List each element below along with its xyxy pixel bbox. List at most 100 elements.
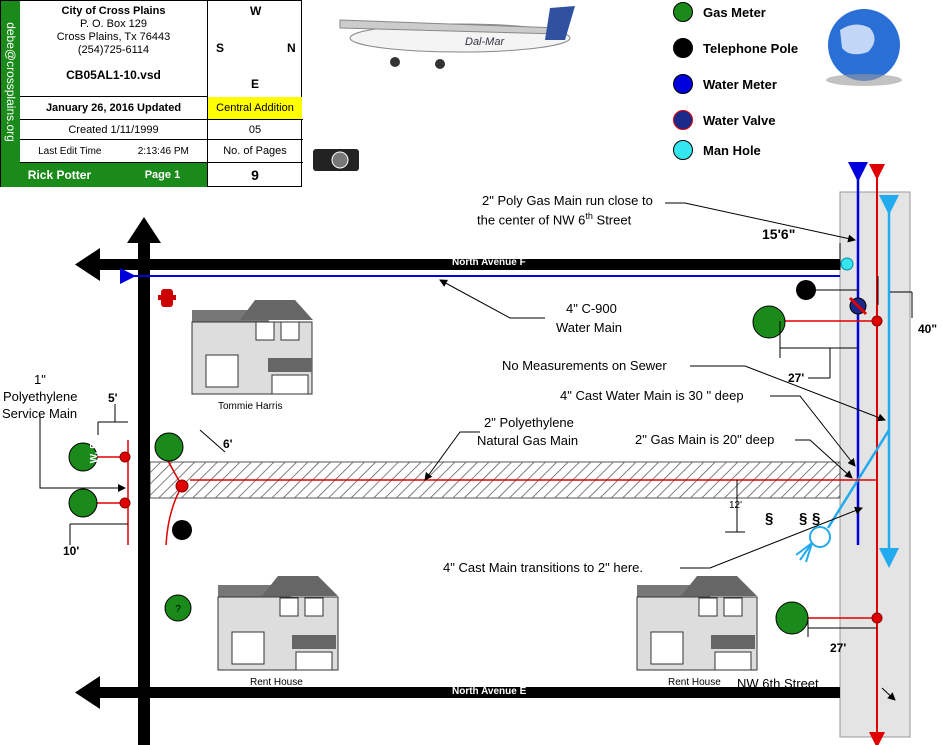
house-label: Rent House bbox=[250, 677, 303, 688]
plane-text: Dal-Mar bbox=[465, 36, 505, 48]
gas-meter bbox=[752, 305, 786, 339]
legend-water-valve: Water Valve bbox=[673, 110, 776, 130]
last-edit-time: 2:13:46 PM bbox=[137, 145, 189, 157]
gas-meter bbox=[775, 601, 809, 635]
last-edit-label: Last Edit Time bbox=[38, 145, 102, 157]
dimension-label: 10' bbox=[63, 544, 80, 558]
file-name: CB05AL1-10.vsd bbox=[66, 68, 161, 82]
page-number: Page 1 bbox=[144, 169, 181, 181]
street-label-ave-f: North Avenue F bbox=[452, 257, 526, 268]
unknown-meter-label: ? bbox=[175, 604, 181, 615]
water-meter-swatch bbox=[673, 74, 693, 94]
annotation-no-sewer: No Measurements on Sewer bbox=[502, 358, 667, 373]
compass-south-label: E bbox=[251, 77, 260, 91]
author-name: Rick Potter bbox=[27, 168, 92, 182]
gas-meter bbox=[68, 442, 98, 472]
annotation-service-3: Service Main bbox=[2, 406, 78, 421]
legend-gas-meter: Gas Meter bbox=[673, 2, 766, 22]
unknown-meter bbox=[164, 594, 192, 622]
pages-count: 9 bbox=[251, 167, 259, 183]
sheet-number: 05 bbox=[248, 123, 262, 136]
gas-meter bbox=[68, 488, 98, 518]
telephone-pole bbox=[172, 520, 192, 540]
org-name: City of Cross Plains bbox=[61, 5, 166, 17]
annotation-cast-water: 4" Cast Water Main is 30 " deep bbox=[560, 388, 744, 403]
manhole bbox=[840, 257, 854, 271]
annotation-poly-gas-1: 2" Poly Gas Main run close to bbox=[482, 193, 653, 208]
telephone-pole bbox=[796, 280, 816, 300]
house-rent-left bbox=[217, 576, 339, 671]
legend-telephone-pole: Telephone Pole bbox=[673, 38, 798, 58]
globe-icon bbox=[826, 9, 902, 86]
telephone-pole-swatch bbox=[673, 38, 693, 58]
water-valve bbox=[848, 296, 868, 316]
annotation-water-main-2: Water Main bbox=[556, 320, 622, 335]
legend-label: Man Hole bbox=[703, 142, 761, 158]
north-ave-e-road bbox=[75, 676, 840, 709]
street-label-nw-6th: NW 6th Street bbox=[737, 676, 819, 691]
north-ave-f-road bbox=[75, 248, 840, 281]
updated-date: January 26, 2016 Updated bbox=[20, 97, 208, 119]
svg-text:§: § bbox=[812, 510, 820, 527]
house-label: Rent House bbox=[668, 677, 721, 688]
nw-5th-street-road bbox=[127, 217, 161, 745]
airplane-icon bbox=[339, 6, 575, 69]
created-date: Created 1/11/1999 bbox=[20, 120, 208, 139]
compass-east-label: N bbox=[287, 41, 296, 55]
fire-hydrant bbox=[158, 289, 176, 307]
title-row-1: January 26, 2016 Updated Central Additio… bbox=[20, 97, 303, 120]
annotation-poly-gas-2: the center of NW 6th Street bbox=[477, 211, 632, 228]
house-rent-right bbox=[636, 576, 758, 671]
dimension-label: 6' bbox=[223, 437, 233, 451]
annotation-service-1: 1" bbox=[34, 372, 46, 387]
title-block-side: debe@crossplains.org bbox=[1, 1, 20, 163]
title-row-4: Rick Potter Page 1 9 bbox=[1, 163, 303, 187]
legend-man-hole: Man Hole bbox=[673, 140, 761, 160]
dimension-label: 15'6" bbox=[762, 226, 796, 242]
title-block: debe@crossplains.org City of Cross Plain… bbox=[0, 0, 303, 187]
street-label-nw-5th: N. W. 5th Street bbox=[89, 402, 100, 476]
svg-text:§: § bbox=[799, 510, 807, 527]
title-row-2: Created 1/11/1999 05 bbox=[20, 120, 303, 140]
dimension-label: 5' bbox=[108, 391, 118, 405]
manhole-outline bbox=[809, 526, 831, 548]
annotation-transition: 4" Cast Main transitions to 2" here. bbox=[443, 560, 643, 575]
addition-name: Central Addition bbox=[208, 97, 302, 119]
camera-icon bbox=[313, 149, 359, 171]
compass-west-label: S bbox=[216, 41, 225, 55]
sewer-branch bbox=[826, 429, 891, 529]
gas-meter bbox=[154, 432, 184, 462]
nw-6th-street-strip bbox=[839, 191, 911, 738]
annotation-water-main-1: 4" C-900 bbox=[566, 301, 617, 316]
legend-label: Gas Meter bbox=[703, 4, 766, 20]
compass-north-label: W bbox=[250, 4, 262, 18]
callout-leaders bbox=[39, 202, 913, 701]
dimension-label: 27' bbox=[788, 371, 805, 385]
dimension-label: 12' bbox=[729, 500, 743, 511]
pages-label: No. of Pages bbox=[223, 145, 287, 157]
annotation-poly-nat-1: 2" Polyethylene bbox=[484, 415, 574, 430]
manhole-lines bbox=[795, 542, 813, 563]
legend-label: Water Valve bbox=[703, 112, 776, 128]
annotation-service-2: Polyethylene bbox=[3, 389, 78, 404]
svg-text:§: § bbox=[765, 510, 773, 527]
sewer-symbols: § § § bbox=[765, 510, 820, 527]
title-row-3: Last Edit Time 2:13:46 PM No. of Pages bbox=[20, 140, 303, 163]
legend-label: Telephone Pole bbox=[703, 40, 799, 56]
house-tommie-harris bbox=[191, 300, 313, 395]
legend-label: Water Meter bbox=[703, 76, 777, 92]
gas-valves bbox=[119, 315, 883, 624]
dimension-label: 40" bbox=[918, 322, 938, 336]
dimension-label: 27' bbox=[830, 641, 847, 655]
annotation-poly-nat-2: Natural Gas Main bbox=[477, 433, 579, 448]
annotation-gas-depth: 2" Gas Main is 20" deep bbox=[635, 432, 775, 447]
city-state: Cross Plains, Tx 76443 bbox=[56, 31, 171, 43]
po-box: P. O. Box 129 bbox=[79, 18, 148, 30]
gas-meter-swatch bbox=[673, 2, 693, 22]
contact-email: debe@crossplains.org bbox=[3, 22, 18, 142]
title-block-address: City of Cross Plains P. O. Box 129 Cross… bbox=[20, 1, 208, 97]
man-hole-swatch bbox=[673, 140, 693, 160]
water-valve-swatch bbox=[673, 110, 693, 130]
street-label-ave-e: North Avenue E bbox=[452, 686, 527, 697]
